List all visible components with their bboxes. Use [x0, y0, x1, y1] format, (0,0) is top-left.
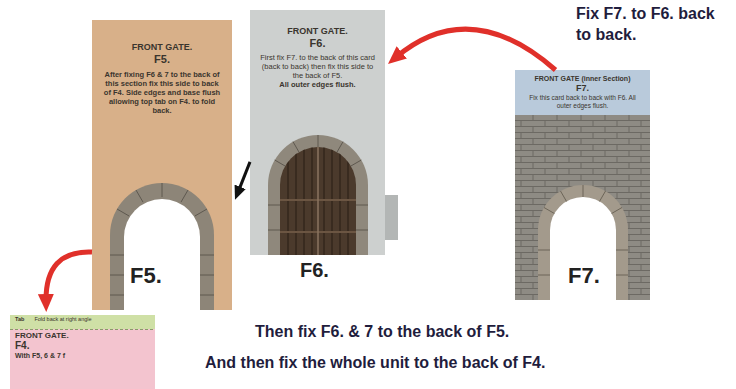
card-f5: [92, 20, 232, 310]
card-text: F4.: [15, 340, 150, 352]
card-heading: FRONT GATE (inner Section): [521, 75, 644, 83]
part-number: F6.: [300, 257, 329, 283]
card-text: First fix F7. to the back of this card (…: [259, 53, 376, 80]
text-row: Tab Fold back at right angle: [15, 316, 150, 323]
connector-arrow: [238, 162, 250, 192]
card-text: All outer edges flush.: [259, 80, 376, 89]
card-text: With F5, 6 & 7 f: [15, 352, 150, 360]
card-text: FRONT GATE.: [15, 331, 150, 341]
card-text: F6.: [259, 37, 376, 50]
card-heading: FRONT GATE.: [259, 26, 376, 37]
card-node: FRONT GATE.F5.After fixing F6 & 7 to the…: [92, 20, 232, 310]
instruction-text: And then fix the whole unit to the back …: [205, 353, 545, 374]
card-node: FRONT GATE.F6. First fix F7. to the back …: [250, 10, 385, 255]
card-f4: [10, 315, 155, 389]
card-text: F7.: [521, 83, 644, 94]
card-f7: [515, 70, 650, 300]
part-number: F7.: [568, 262, 600, 291]
card-text: Fold back at right angle: [34, 316, 91, 323]
part-number: F5.: [130, 262, 162, 291]
card-text: After fixing F6 & 7 to the back of this …: [101, 70, 223, 115]
instruction-text: Then fix F6. & 7 to the back of F5.: [255, 322, 509, 343]
card-heading: Tab: [15, 316, 24, 323]
connector-arrow: [46, 252, 92, 302]
connector-arrow: [396, 29, 556, 70]
card-heading: FRONT GATE.: [101, 42, 223, 53]
card-f6: [250, 10, 398, 255]
card-node: Tab Fold back at right angleFRONT GATE.F4…: [10, 315, 155, 389]
card-text: Fix this card back to back with F6. All …: [521, 94, 644, 110]
card-text: F5.: [101, 53, 223, 66]
instruction-text: Fix F7. to F6. back to back.: [576, 4, 731, 46]
